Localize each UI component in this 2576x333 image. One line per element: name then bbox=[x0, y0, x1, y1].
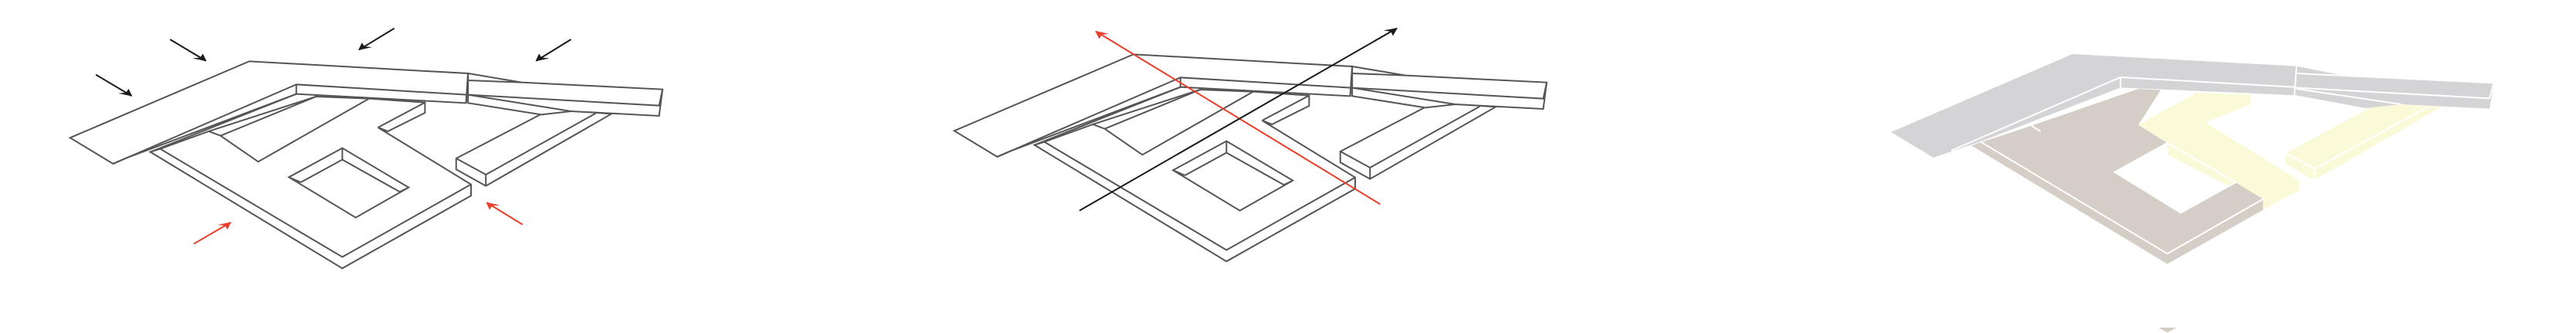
building-linework bbox=[69, 60, 664, 270]
lower-building-mass bbox=[1971, 88, 2263, 264]
building-linework bbox=[953, 53, 1548, 263]
arrow-red-icon bbox=[486, 202, 522, 224]
marker-triangle-icon bbox=[2158, 327, 2177, 333]
panel-wind-and-access bbox=[69, 29, 664, 270]
arrow-black-icon bbox=[358, 29, 395, 50]
axis-arrow-red-icon bbox=[1095, 31, 1380, 205]
panel-axes bbox=[953, 28, 1548, 263]
new-wing-mass bbox=[2138, 92, 2299, 210]
arrow-black-icon bbox=[170, 39, 206, 62]
main-wing-mass bbox=[1891, 53, 2494, 158]
arrow-black-icon bbox=[536, 39, 571, 62]
arrow-red-icon bbox=[194, 222, 232, 244]
arrow-black-icon bbox=[96, 75, 132, 97]
panel-program-mass bbox=[1891, 53, 2494, 333]
axis-arrow-black-icon bbox=[1080, 28, 1398, 211]
